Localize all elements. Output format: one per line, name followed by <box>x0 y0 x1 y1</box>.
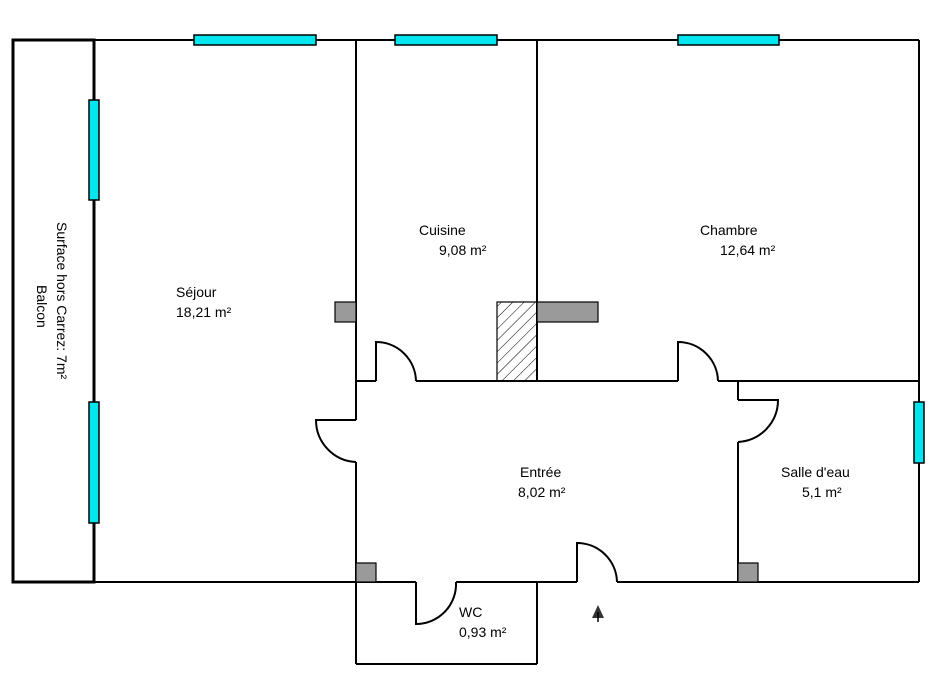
windows <box>88 34 925 524</box>
room-name-chambre: Chambre <box>700 222 758 238</box>
room-name-salle-eau: Salle d'eau <box>781 464 850 480</box>
window-sejour-top <box>193 34 317 46</box>
room-area-chambre: 12,64 m² <box>720 242 776 258</box>
window-cuisine-top <box>394 34 498 46</box>
room-area-entree: 8,02 m² <box>518 484 566 500</box>
room-area-wc: 0,93 m² <box>459 624 507 640</box>
room-area-sejour: 18,21 m² <box>176 304 232 320</box>
balcony-surface-label: Surface hors Carrez: 7m² <box>54 222 70 379</box>
room-area-cuisine: 9,08 m² <box>439 242 487 258</box>
room-name-sejour: Séjour <box>176 284 217 300</box>
room-name-cuisine: Cuisine <box>419 222 466 238</box>
balcony-name-label: Balcon <box>34 285 50 328</box>
window-chambre-top <box>677 34 780 46</box>
pillars <box>334 301 759 583</box>
room-name-wc: WC <box>459 604 482 620</box>
room-area-salle-eau: 5,1 m² <box>802 484 842 500</box>
balcony <box>11 38 96 584</box>
window-sejour-left-upper <box>88 99 100 201</box>
chimney-duct <box>496 301 538 382</box>
interior-walls <box>355 40 919 665</box>
room-name-entree: Entrée <box>520 464 561 480</box>
window-salle-eau <box>913 401 925 464</box>
doors <box>314 340 780 626</box>
window-sejour-left-lower <box>88 401 100 524</box>
north-arrow-icon <box>592 605 604 622</box>
